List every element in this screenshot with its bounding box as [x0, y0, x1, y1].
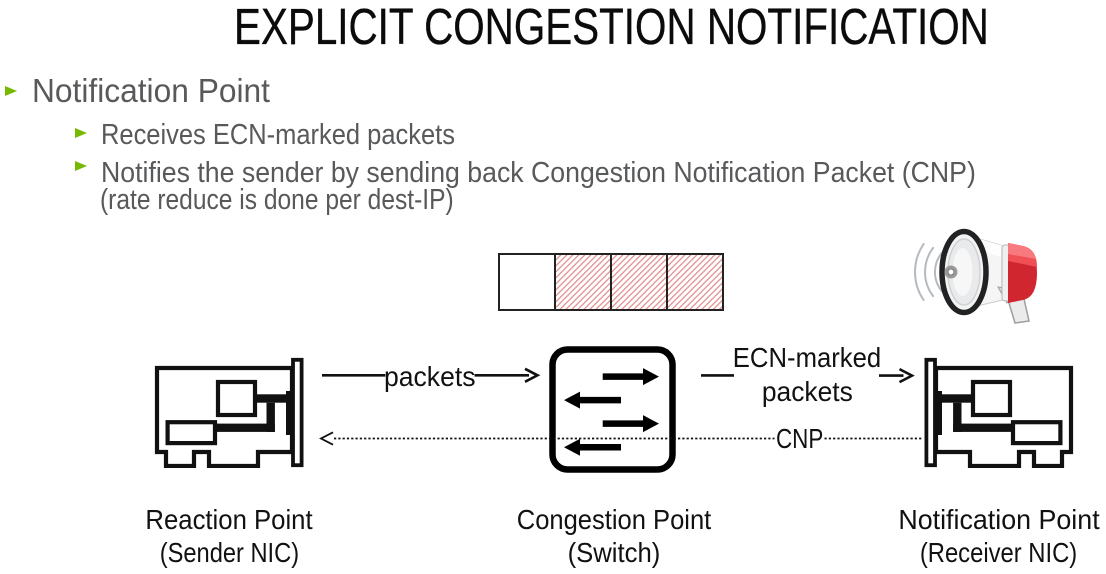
- nic-icon: [153, 356, 305, 473]
- bullet-sub2-line1-text: Notifies the sender by sending back Cong…: [100, 156, 976, 189]
- cnp-label: CNP: [776, 425, 835, 453]
- buffer-cell-congested: [554, 255, 610, 309]
- packets-label: packets: [383, 360, 481, 392]
- ecn-label-line1-text: ECN-marked: [732, 342, 882, 374]
- node-subtitle-text: (Receiver NIC): [920, 536, 1078, 568]
- slide-title: EXPLICIT CONGESTION NOTIFICATION: [234, 0, 1106, 55]
- megaphone-icon: [903, 227, 1043, 332]
- bullet-sub1: Receives ECN-marked packets: [101, 121, 497, 150]
- node-caption-notification-point: Notification Point (Receiver NIC): [894, 504, 1104, 569]
- bullet-sub2-line2-text: (rate reduce is done per dest-IP): [100, 183, 454, 216]
- bullet-level1: Notification Point: [32, 74, 280, 107]
- buffer-occupancy-bar: [498, 253, 724, 311]
- nic-icon: [923, 356, 1075, 473]
- node-subtitle-text: (Switch): [567, 536, 660, 568]
- switch-icon: [549, 346, 676, 478]
- node-title-text: Reaction Point: [145, 504, 313, 536]
- node-caption-congestion-point: Congestion Point (Switch): [507, 504, 720, 569]
- bullet-level1-text: Notification Point: [32, 71, 271, 109]
- ecn-label-line2-text: packets: [761, 376, 853, 407]
- packets-label-text: packets: [383, 360, 475, 392]
- bullet-triangle-icon: [75, 160, 87, 171]
- slide-title-text: EXPLICIT CONGESTION NOTIFICATION: [234, 0, 989, 55]
- node-caption-reaction-point: Reaction Point (Sender NIC): [138, 504, 320, 569]
- node-subtitle-text: (Sender NIC): [159, 536, 299, 568]
- bullet-sub2-line2: (rate reduce is done per dest-IP): [100, 186, 510, 215]
- cnp-label-text: CNP: [776, 423, 824, 455]
- buffer-cell-congested: [666, 255, 722, 309]
- node-title-text: Congestion Point: [516, 504, 711, 536]
- bullet-triangle-icon: [75, 127, 87, 138]
- node-title-text: Notification Point: [898, 504, 1100, 536]
- bullet-sub2-line1: Notifies the sender by sending back Cong…: [101, 159, 1036, 188]
- bullet-sub1-text: Receives ECN-marked packets: [101, 118, 456, 151]
- ecn-marked-packets-label: ECN-marked packets: [726, 341, 888, 409]
- buffer-cell-congested: [610, 255, 666, 309]
- bullet-triangle-icon: [5, 85, 17, 96]
